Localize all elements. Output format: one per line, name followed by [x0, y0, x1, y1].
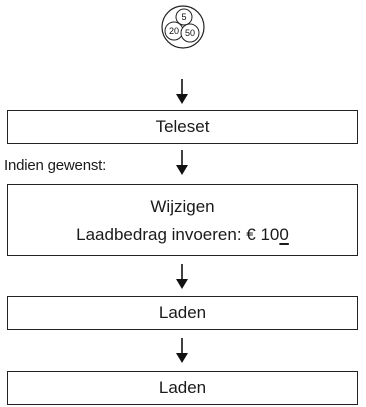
coin-value-5: 5 [181, 12, 186, 22]
laadbedrag-cursor-digit: 0 [279, 225, 289, 244]
step-wijzigen-label: Wijzigen [150, 197, 215, 216]
coins-icon: 5 20 50 [160, 4, 206, 55]
optional-note: Indien gewenst: [4, 157, 107, 174]
coin-value-20: 20 [169, 26, 179, 36]
arrow-down-icon [176, 150, 188, 175]
step-wijzigen: Wijzigen Laadbedrag invoeren: € 100 [7, 184, 358, 256]
step-laden-1-label: Laden [158, 303, 207, 322]
step-teleset-label: Teleset [155, 117, 210, 136]
step-laden-1: Laden [7, 296, 358, 330]
step-laden-2-label: Laden [158, 378, 207, 397]
arrow-down-icon [176, 264, 188, 289]
laadbedrag-text: Laadbedrag invoeren: € 10 [76, 225, 280, 244]
step-teleset: Teleset [7, 110, 358, 144]
arrow-down-icon [176, 79, 188, 104]
step-laden-2: Laden [7, 371, 358, 405]
laadbedrag-line: Laadbedrag invoeren: € 100 [8, 221, 357, 249]
coin-value-50: 50 [185, 28, 195, 38]
arrow-down-icon [176, 338, 188, 363]
